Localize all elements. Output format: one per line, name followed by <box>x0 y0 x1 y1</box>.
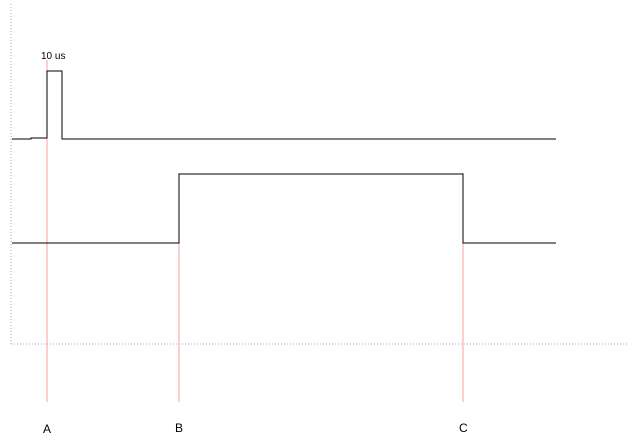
pulse-width-label: 10 us <box>41 51 65 62</box>
marker-label-c: C <box>459 421 468 435</box>
trigger-pulse-waveform <box>12 70 556 140</box>
echo-waveform <box>12 173 556 244</box>
marker-label-a: A <box>43 422 51 436</box>
marker-label-b: B <box>175 421 183 435</box>
